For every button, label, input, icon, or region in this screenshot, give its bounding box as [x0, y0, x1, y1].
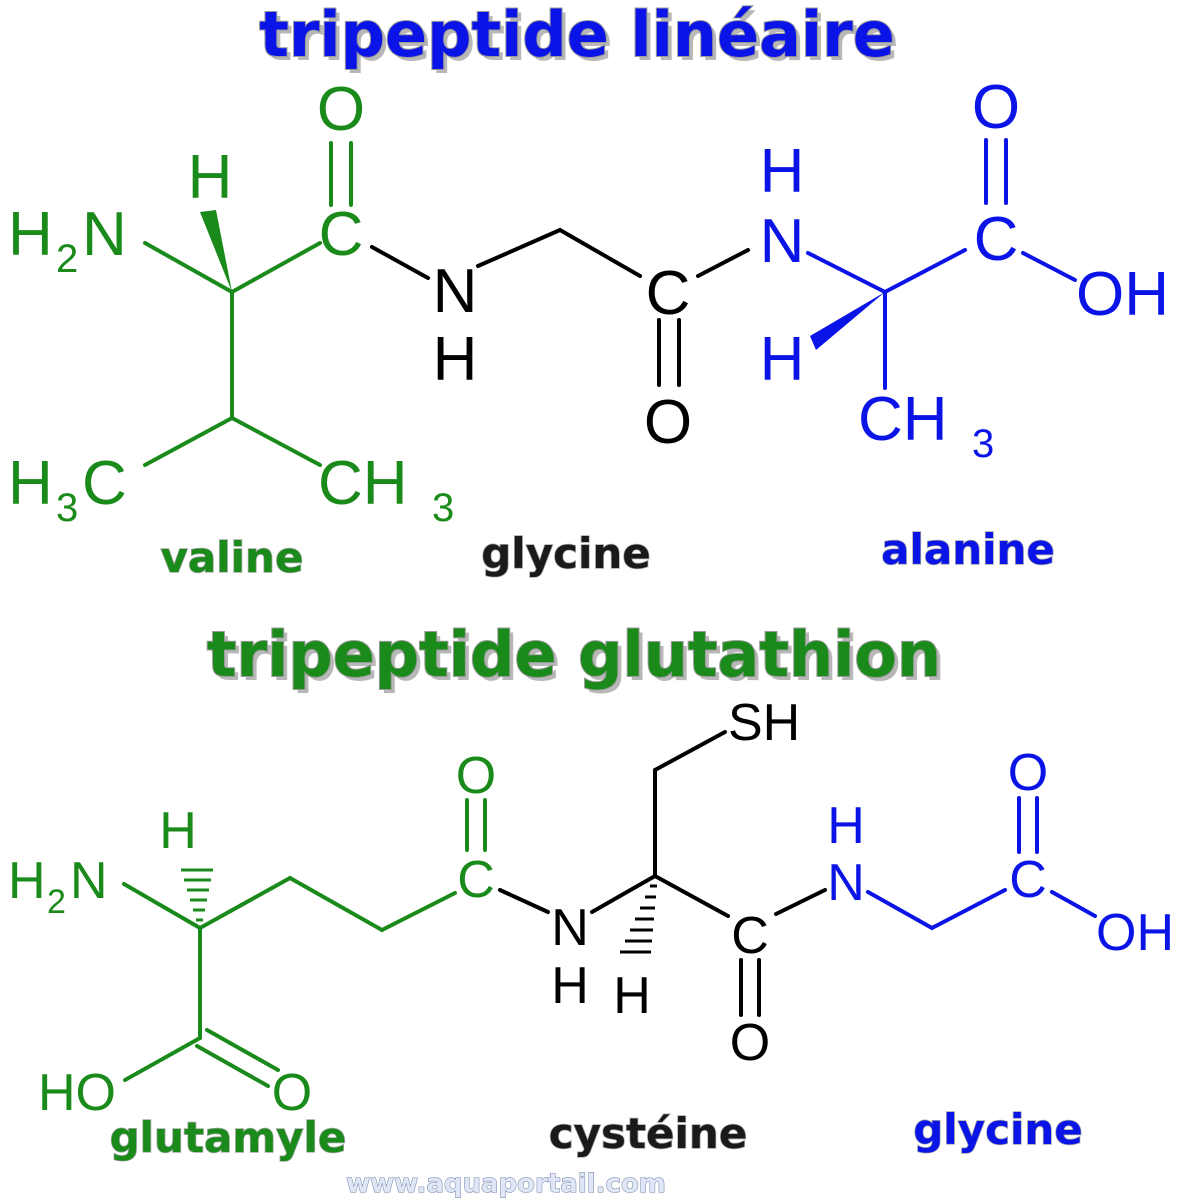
atom-valine-h2n-n: N	[82, 200, 127, 269]
alanine-wedge-bond	[810, 292, 885, 350]
atom-valine-h3c-sub: 3	[56, 486, 78, 530]
atom-cys-n: N	[551, 899, 589, 957]
atom-alanine-c: C	[974, 205, 1019, 274]
atom-glu-ho: HO	[38, 1064, 116, 1122]
label-glycine-glutathione: glycine	[913, 1105, 1083, 1154]
glutathione-glutamyl-bonds	[122, 798, 487, 1088]
atom-gly-o: O	[1008, 744, 1048, 802]
atom-glu-h2n-sub: 2	[47, 883, 66, 921]
atom-valine-c: C	[319, 200, 364, 269]
atom-cys-c: C	[731, 907, 769, 965]
atom-alanine-ch3-sub: 3	[972, 422, 994, 466]
linear-glycine-bonds	[370, 228, 750, 387]
watermark: www.aquaportail.com	[346, 1169, 666, 1199]
linear-alanine-atoms: H N H O C OH CH 3	[760, 73, 1169, 466]
glutathione-glycine-bonds	[866, 796, 1097, 930]
atom-alanine-o: O	[972, 73, 1020, 142]
atom-gly-oh: OH	[1096, 904, 1174, 962]
atom-gly-nh: H	[827, 797, 865, 855]
atom-valine-ch3-sub: 3	[432, 486, 454, 530]
glu-hashed-bond	[181, 868, 213, 922]
atom-alanine-n: N	[760, 207, 805, 276]
label-alanine: alanine	[881, 525, 1055, 574]
label-glutamyle: glutamyle	[110, 1113, 347, 1162]
glutathione-cysteine-bonds	[498, 730, 827, 1017]
atom-valine-h: H	[188, 143, 233, 212]
title-glutathione-shadow: tripeptide glutathion	[211, 622, 945, 695]
atom-glu-h: H	[159, 802, 197, 860]
linear-glycine-atoms: N H C O	[433, 257, 693, 457]
linear-alanine-bonds	[806, 138, 1077, 390]
atom-valine-h2n-h: H	[8, 200, 53, 269]
atom-alanine-nh: H	[760, 137, 805, 206]
atom-glycine-c: C	[646, 259, 691, 328]
atom-valine-h3c-c: C	[82, 449, 127, 518]
atom-glu-h2n-n: N	[70, 852, 108, 910]
atom-glu-o: O	[456, 747, 496, 805]
valine-wedge-bond	[200, 210, 232, 292]
atom-alanine-ch3: CH	[858, 385, 948, 454]
atom-alanine-oh: OH	[1076, 260, 1169, 329]
cys-hashed-bond	[620, 884, 657, 954]
atom-valine-h2n-sub: 2	[56, 237, 78, 281]
label-glycine-linear: glycine	[481, 529, 651, 578]
atom-glycine-nh: H	[433, 325, 478, 394]
linear-valine-bonds	[143, 141, 353, 467]
atom-valine-ch3-c: CH	[318, 449, 408, 518]
linear-valine-atoms: O H C H 2 N H 3 C CH 3	[8, 75, 454, 530]
atom-valine-h3c-h: H	[8, 449, 53, 518]
atom-valine-o: O	[317, 75, 365, 144]
atom-glycine-n: N	[433, 257, 478, 326]
glutathione-glutamyl-atoms: H H 2 N O C HO O	[8, 747, 496, 1122]
label-cysteine: cystéine	[549, 1109, 748, 1158]
atom-glu-o2: O	[272, 1064, 312, 1122]
label-valine: valine	[161, 533, 304, 582]
glutathione-glycine-atoms: H N O C OH	[827, 744, 1174, 962]
title-linear-shadow: tripeptide linéaire	[263, 2, 899, 75]
atom-glu-h2n-h: H	[8, 852, 46, 910]
glutathione-cysteine-atoms: SH N H H C O	[551, 694, 800, 1072]
atom-cys-sh: SH	[728, 694, 800, 752]
atom-alanine-h: H	[760, 325, 805, 394]
title-glutathione: tripeptide glutathion	[207, 618, 941, 691]
atom-cys-nh: H	[551, 957, 589, 1015]
atom-glycine-o: O	[644, 388, 692, 457]
atom-gly-n: N	[827, 854, 865, 912]
atom-cys-h: H	[613, 967, 651, 1025]
atom-glu-c: C	[457, 851, 495, 909]
title-linear: tripeptide linéaire	[259, 0, 895, 71]
atom-gly-c: C	[1009, 851, 1047, 909]
atom-cys-o: O	[730, 1014, 770, 1072]
